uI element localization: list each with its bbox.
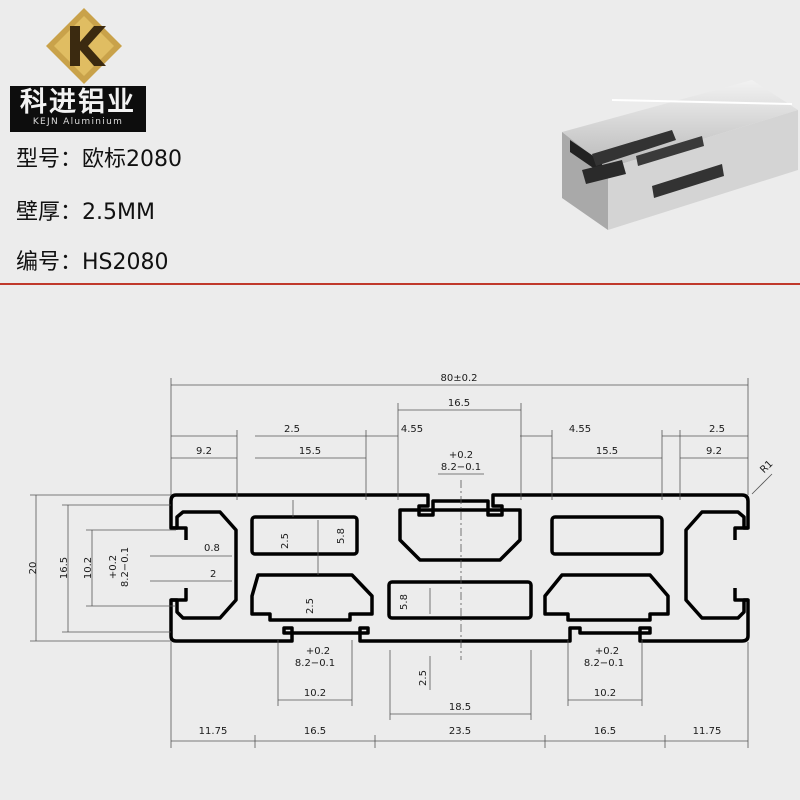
dim-top-tol-plus: +0.2: [449, 450, 473, 461]
spec-model: 型号：欧标2080: [16, 146, 182, 174]
spec-wall-thickness: 壁厚：2.5MM: [16, 199, 155, 227]
dim-pocket-h2: 5.8: [399, 594, 410, 610]
dim-bottom-tol-base-left: 8.2−0.1: [295, 658, 335, 669]
dim-seg-5: 11.75: [693, 726, 722, 737]
dim-slot-a: 10.2: [304, 688, 326, 699]
dim-height: 20: [28, 562, 39, 575]
dim-slot-open: 16.5: [448, 398, 470, 409]
dim-pocket-right: 15.5: [596, 446, 618, 457]
spec-label: 壁厚：: [16, 200, 83, 225]
spec-label: 编号：: [16, 250, 83, 275]
dim-radius: R1: [758, 459, 775, 476]
brand-name-en: KEJN Aluminium: [32, 117, 124, 127]
dim-seg-4: 16.5: [594, 726, 616, 737]
dim-lip-right: 4.55: [569, 424, 591, 435]
profile-drawing: 80±0.2 16.5 2.5 2.5 4.55 4.55 9.2 9.2 15…: [28, 373, 776, 748]
dim-slot-b: 18.5: [449, 702, 471, 713]
dim-bottom-tol-plus-left: +0.2: [306, 646, 330, 657]
spec-value: 2.5MM: [82, 200, 155, 225]
dim-edge-right: 9.2: [706, 446, 722, 457]
dim-inner-height: 16.5: [59, 557, 70, 579]
dim-lip: 0.8: [204, 543, 220, 554]
spec-code: 编号：HS2080: [16, 249, 169, 277]
brand-block: 科进铝业 KEJN Aluminium: [10, 6, 146, 132]
dim-left-tol-plus: +0.2: [108, 555, 119, 579]
divider-line: [0, 283, 800, 285]
dim-slot-height: 10.2: [83, 557, 94, 579]
dim-seg-3: 23.5: [449, 726, 471, 737]
dim-bottom-tol-base-right: 8.2−0.1: [584, 658, 624, 669]
dim-slot-c: 10.2: [594, 688, 616, 699]
dim-lip-left: 4.55: [401, 424, 423, 435]
brand-name-cn: 科进铝业: [20, 87, 136, 118]
dim-wall-b: 2.5: [305, 598, 316, 614]
dim-seg-2: 16.5: [304, 726, 326, 737]
dim-seg-1: 11.75: [199, 726, 228, 737]
dim-top-tol-base: 8.2−0.1: [441, 462, 481, 473]
dim-left-tol-base: 8.2−0.1: [120, 547, 131, 587]
dim-pocket-h: 5.8: [336, 528, 347, 544]
dim-wall-left: 2.5: [284, 424, 300, 435]
dim-gap: 2: [210, 569, 216, 580]
dim-overall-width: 80±0.2: [440, 373, 477, 384]
dim-wall-right: 2.5: [709, 424, 725, 435]
dim-edge-left: 9.2: [196, 446, 212, 457]
dim-pocket-left: 15.5: [299, 446, 321, 457]
dim-bottom-tol-plus-right: +0.2: [595, 646, 619, 657]
logo-k-icon: [46, 8, 122, 84]
spec-value: 欧标2080: [82, 147, 183, 172]
product-photo: [562, 80, 798, 230]
dim-wall-c: 2.5: [418, 670, 429, 686]
spec-value: HS2080: [82, 250, 169, 275]
brand-plate: 科进铝业 KEJN Aluminium: [10, 86, 146, 132]
spec-label: 型号：: [16, 147, 83, 172]
dim-wall-a: 2.5: [280, 533, 291, 549]
